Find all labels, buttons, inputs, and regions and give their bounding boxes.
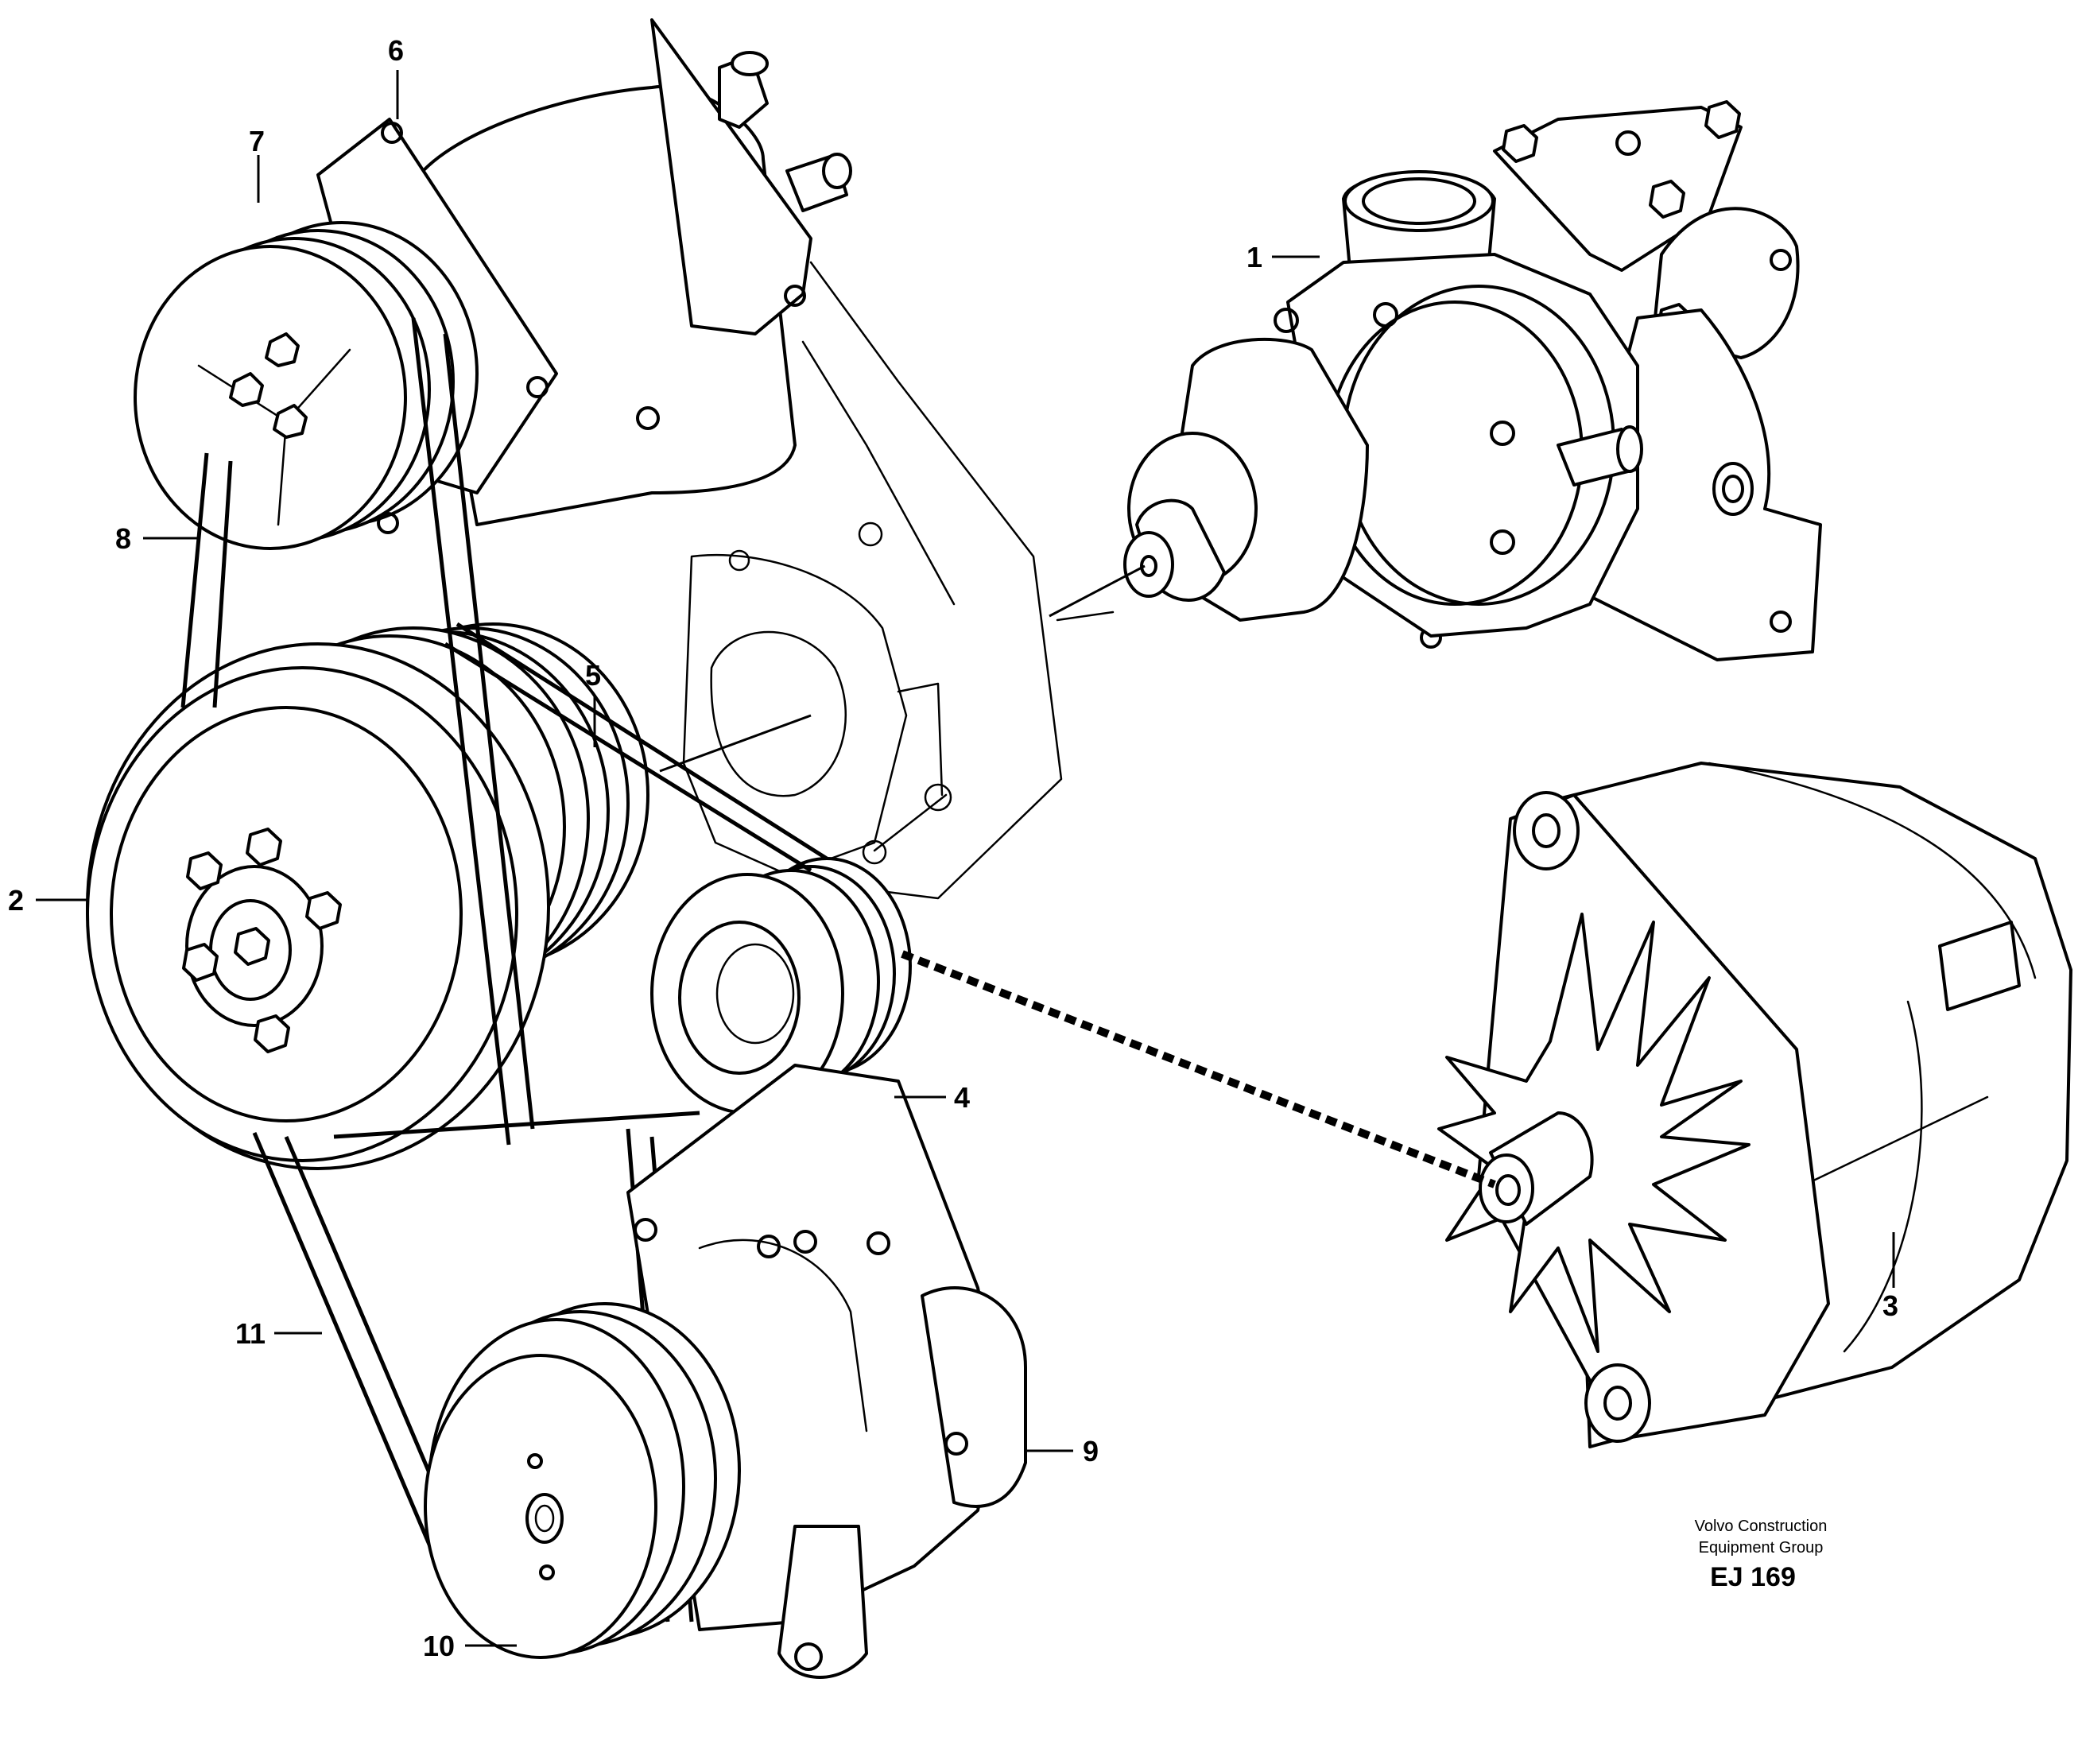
callout-8: 8 [115, 522, 131, 555]
callout-9: 9 [1083, 1435, 1099, 1467]
credit-line-1: Volvo Construction [1695, 1518, 1828, 1535]
callout-4: 4 [954, 1081, 970, 1114]
crankshaft-pulley [86, 622, 649, 1170]
callout-labels: 1 2 3 4 5 6 7 8 9 10 11 [8, 34, 1898, 1662]
callout-5: 5 [585, 659, 601, 692]
coolant-pump [1123, 100, 1822, 661]
steering-pump [424, 1064, 1027, 1679]
callout-1: 1 [1246, 241, 1262, 273]
pointer-lines [659, 564, 1146, 773]
drawing-code: EJ 169 [1710, 1562, 1796, 1592]
timing-cover [682, 261, 1115, 900]
callout-2: 2 [8, 884, 24, 917]
callout-leaders [36, 70, 1895, 1647]
ac-compressor [134, 18, 852, 550]
callout-7: 7 [249, 125, 265, 157]
callout-11: 11 [235, 1317, 266, 1350]
credit-line-2: Equipment Group [1699, 1539, 1824, 1557]
callout-6: 6 [388, 34, 404, 67]
idler-pulley [650, 857, 912, 1115]
callout-3: 3 [1882, 1289, 1898, 1322]
alternator [1437, 762, 2072, 1448]
alignment-dashed-line [901, 950, 1496, 1188]
credit-block: Volvo Construction Equipment Group EJ 16… [1695, 1518, 1828, 1592]
callout-10: 10 [423, 1630, 455, 1662]
